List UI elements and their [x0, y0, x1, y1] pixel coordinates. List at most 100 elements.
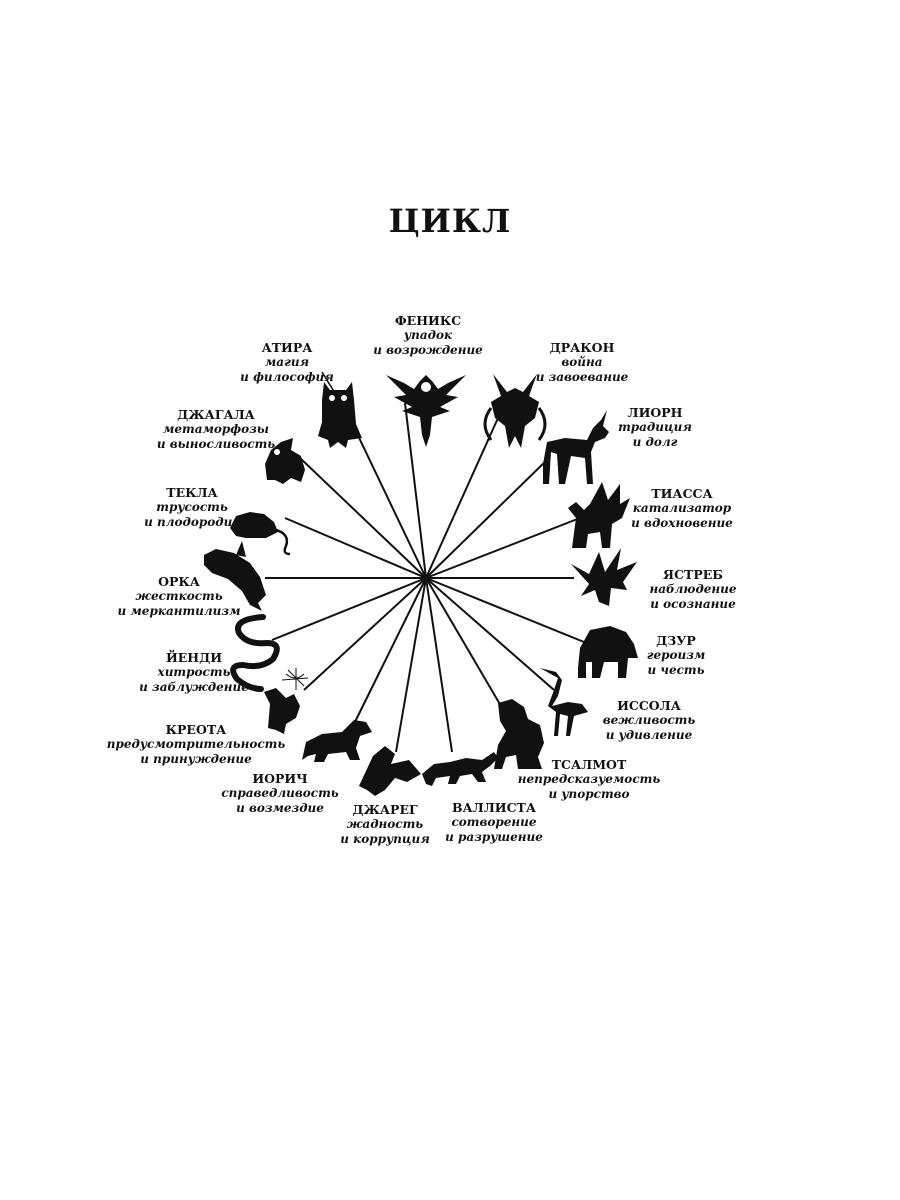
house-aspect-2: и выносливость	[156, 437, 276, 451]
spoke-orca-j	[351, 577, 427, 729]
house-name: ЙЕНДИ	[165, 650, 223, 665]
house-name: ФЕНИКС	[394, 313, 462, 328]
house-aspect-1: жадность	[346, 817, 424, 831]
spoke-jhereg	[395, 577, 427, 753]
house-aspect-2: и возмездие	[236, 801, 324, 815]
house-name: ИССОЛА	[617, 698, 681, 713]
spoke-jhegaala	[299, 457, 427, 579]
jhereg-icon	[359, 746, 421, 796]
spoke-dzur	[425, 577, 585, 643]
page-title: ЦИКЛ	[388, 202, 512, 240]
spoke-yendi	[271, 577, 427, 641]
house-aspect-1: трусость	[156, 500, 228, 514]
spoke-phoenix	[404, 402, 427, 579]
house-aspect-1: жесткость	[135, 589, 223, 603]
cycle-hub	[423, 575, 429, 581]
panther-icon	[578, 626, 638, 678]
bear-icon	[494, 699, 544, 769]
winged-cat-icon	[568, 482, 630, 548]
spoke-chreotha	[303, 577, 427, 691]
lizard-icon	[422, 752, 498, 786]
spider-web-icon	[264, 668, 309, 734]
house-aspect-2: и меркантилизм	[117, 604, 241, 618]
hawk-icon	[571, 548, 637, 606]
house-name: ТИАССА	[651, 486, 713, 501]
spoke-lyorn	[425, 457, 550, 579]
house-aspect-1: упадок	[403, 328, 453, 342]
house-aspect-1: наблюдение	[649, 582, 737, 596]
house-aspect-2: и честь	[647, 663, 705, 677]
house-aspect-1: магия	[264, 355, 310, 369]
house-aspect-2: и философия	[240, 370, 334, 384]
house-aspect-2: и удивление	[605, 728, 693, 742]
house-aspect-1: предусмотрительность	[106, 737, 286, 751]
house-name: ДЖАГАЛА	[177, 407, 255, 422]
house-aspect-1: метаморфозы	[162, 422, 269, 436]
house-aspect-1: война	[561, 355, 603, 369]
house-aspect-2: и плодородие	[144, 515, 240, 529]
dragon-icon	[483, 374, 547, 448]
unicorn-icon	[543, 410, 609, 484]
house-aspect-1: хитрость	[157, 665, 231, 679]
house-aspect-2: и упорство	[548, 787, 630, 801]
heron-icon	[540, 668, 588, 736]
owl-icon	[318, 371, 362, 448]
house-name: ТЕКЛА	[166, 485, 218, 500]
house-name: ТСАЛМОТ	[551, 757, 627, 772]
house-aspect-2: и принуждение	[140, 752, 252, 766]
house-name: ИОРИЧ	[252, 771, 308, 786]
house-aspect-2: и вдохновение	[631, 516, 733, 530]
house-aspect-1: непредсказуемость	[517, 772, 661, 786]
orca-icon	[204, 541, 266, 611]
spoke-vallista	[425, 577, 453, 753]
spoke-issola	[425, 577, 555, 691]
house-aspect-1: справедливость	[221, 786, 339, 800]
house-aspect-1: катализатор	[632, 501, 732, 515]
mouse-icon	[230, 512, 291, 556]
house-name: ЛИОРН	[627, 405, 683, 420]
house-aspect-2: и завоевание	[535, 370, 629, 384]
badger-icon	[302, 720, 372, 762]
house-aspect-1: сотворение	[451, 815, 537, 829]
house-icons	[204, 371, 638, 796]
house-aspect-1: вежливость	[602, 713, 696, 727]
house-aspect-2: и осознание	[650, 597, 736, 611]
spoke-tiassa	[425, 517, 581, 579]
house-name: ОРКА	[158, 574, 200, 589]
house-name: ВАЛЛИСТА	[451, 800, 537, 815]
house-name: ДРАКОН	[549, 340, 615, 355]
house-name: ДЖАРЕГ	[352, 802, 418, 817]
house-name: КРЕОТА	[165, 722, 227, 737]
house-aspect-2: и заблуждение	[139, 680, 249, 694]
house-aspect-1: традиция	[618, 420, 692, 434]
spoke-tsalmoth	[425, 577, 509, 719]
house-name: АТИРА	[261, 340, 313, 355]
house-aspect-2: и коррупция	[340, 832, 430, 846]
house-aspect-1: героизм	[646, 648, 706, 662]
frog-icon	[265, 438, 305, 484]
phoenix-icon	[386, 375, 466, 447]
snake-icon	[230, 614, 280, 692]
spoke-dragon	[425, 417, 499, 579]
house-name: ЯСТРЕБ	[663, 567, 723, 582]
house-name: ДЗУР	[656, 633, 696, 648]
spoke-teckla	[284, 517, 427, 579]
